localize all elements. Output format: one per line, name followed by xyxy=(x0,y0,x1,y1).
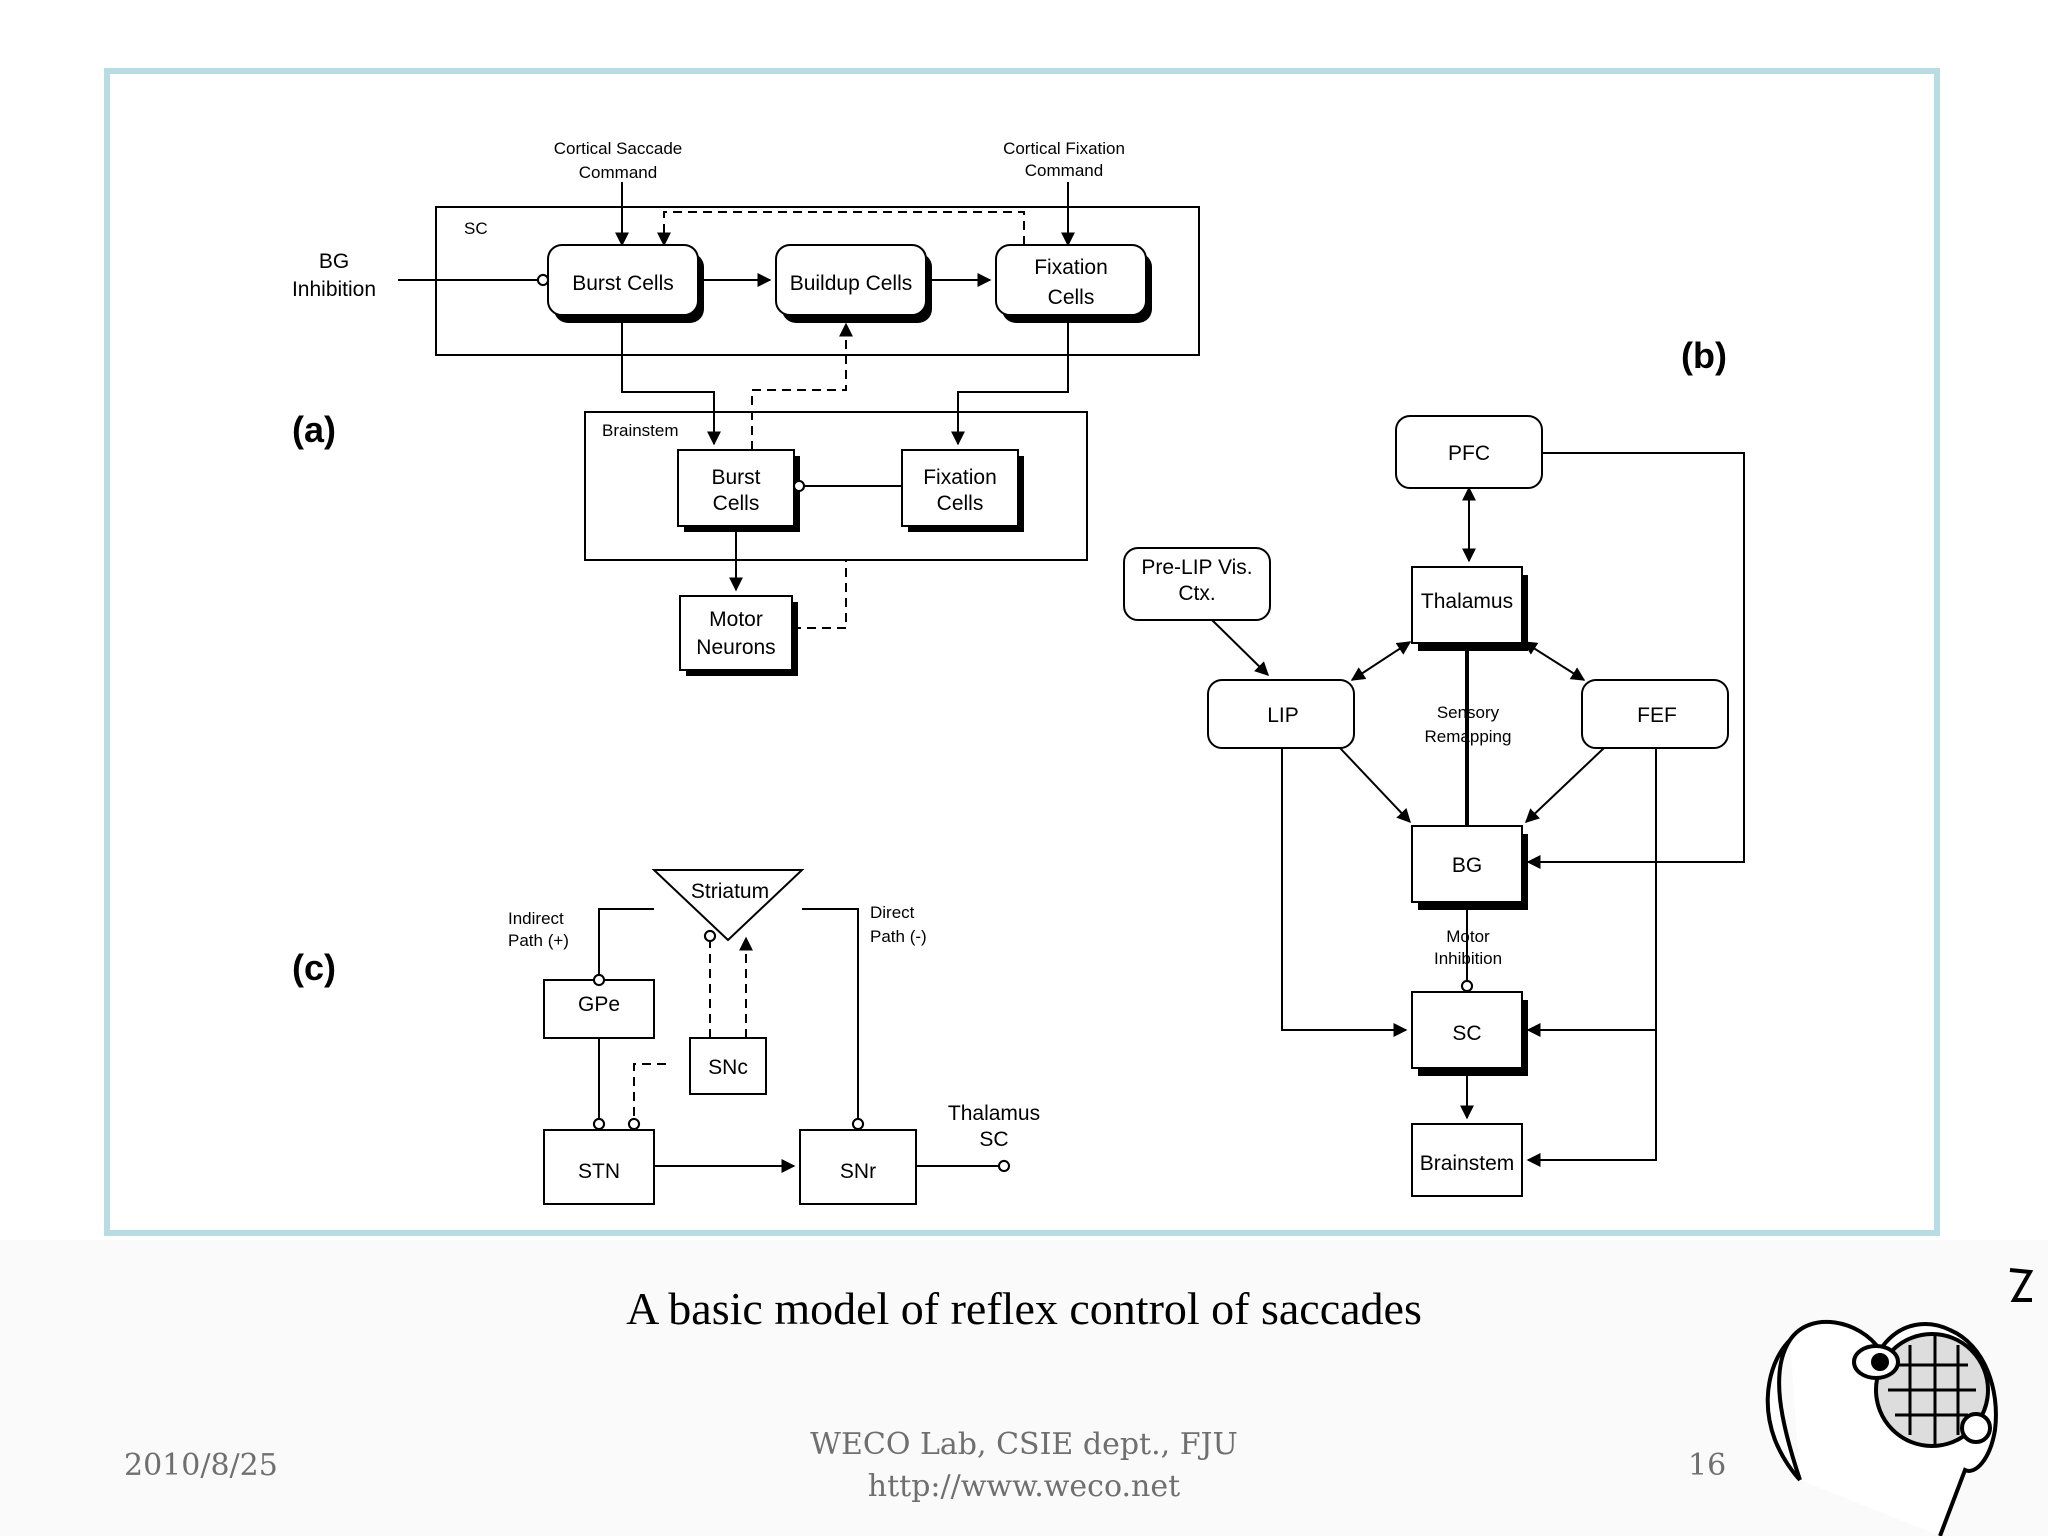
buildup-cells-label: Buildup Cells xyxy=(790,272,913,295)
lip-thalamus-arrow xyxy=(1350,641,1412,681)
saccade-command-label-2: Command xyxy=(579,163,657,182)
brainstem-region-box xyxy=(584,411,1088,561)
sc-label-b: SC xyxy=(1452,1022,1481,1045)
brainstem-burst-label-2: Cells xyxy=(713,492,760,515)
page-number: 16 xyxy=(1688,1448,1727,1483)
snc-box xyxy=(689,1037,767,1095)
stn-label: STN xyxy=(578,1160,620,1183)
sensory-remapping-label-2: Remapping xyxy=(1425,727,1512,746)
snr-box xyxy=(799,1129,917,1205)
bg-box-b xyxy=(1411,825,1523,903)
footer-lab-url: http://www.weco.net xyxy=(867,1469,1181,1504)
striatum-triangle xyxy=(651,869,805,942)
brainstem-fixation-label-1: Fixation xyxy=(923,466,997,489)
snr-label: SNr xyxy=(840,1160,876,1183)
brainstem-burst-label-1: Burst xyxy=(711,466,760,489)
fef-thalamus-arrow xyxy=(1522,641,1586,681)
indirect-path-label-2: Path (+) xyxy=(508,931,569,950)
pfc-to-bg-arrow xyxy=(1526,452,1745,869)
bg-inhibition-label-2: Inhibition xyxy=(292,278,376,301)
striatum-label: Striatum xyxy=(691,880,769,903)
motor-inhibition-label-2: Inhibition xyxy=(1434,949,1502,968)
sc-fixation-to-brainstem-arrow xyxy=(951,315,1069,446)
motor-feedback-dashed xyxy=(792,560,847,629)
pre-lip-box xyxy=(1123,547,1271,621)
panel-c-label: (c) xyxy=(292,947,336,988)
panel-c xyxy=(543,869,1011,1205)
footer-lab-name: WECO Lab, CSIE dept., FJU xyxy=(810,1427,1238,1462)
slide-caption: A basic model of reflex control of sacca… xyxy=(626,1283,1422,1334)
motor-neurons-label-2: Neurons xyxy=(696,636,775,659)
footer-date: 2010/8/25 xyxy=(124,1448,278,1483)
motor-neurons-label-1: Motor xyxy=(709,608,763,631)
panel-b-label: (b) xyxy=(1681,335,1727,376)
burst-cells-label: Burst Cells xyxy=(572,272,674,295)
fixation-cells-label-2: Cells xyxy=(1048,286,1095,309)
panel-b xyxy=(1123,415,1745,1197)
brainstem-label-b: Brainstem xyxy=(1420,1152,1515,1175)
thalamus-sc-label-2: SC xyxy=(979,1128,1008,1151)
sensory-remapping-label-1: Sensory xyxy=(1437,703,1500,722)
footer-band xyxy=(0,1240,2048,1536)
brainstem-fixation-cells-box xyxy=(901,449,1019,527)
fef-to-bg-arrow xyxy=(1524,747,1605,823)
brainstem-to-buildup-dashed xyxy=(751,322,853,450)
snc-label: SNc xyxy=(708,1056,748,1079)
mascot-logo-icon xyxy=(1765,1268,2034,1536)
thalamus-sc-label-1: Thalamus xyxy=(948,1102,1040,1125)
brainstem-fixation-label-2: Cells xyxy=(937,492,984,515)
panel-a xyxy=(398,182,1200,676)
direct-path-label-2: Path (-) xyxy=(870,927,927,946)
thalamus-label: Thalamus xyxy=(1421,590,1513,613)
sc-burst-to-brainstem-arrow xyxy=(621,315,721,446)
indirect-path-label-1: Indirect xyxy=(508,909,564,928)
pfc-label: PFC xyxy=(1448,442,1490,465)
fef-to-brainstem-arrow xyxy=(1526,1030,1657,1167)
fef-label: FEF xyxy=(1637,704,1677,727)
fef-to-sc-arrow xyxy=(1526,748,1657,1037)
panel-a-label: (a) xyxy=(292,409,336,450)
footer-lab-info: WECO Lab, CSIE dept., FJU http://www.wec… xyxy=(0,1424,2048,1508)
pre-lip-label-2: Ctx. xyxy=(1178,582,1215,605)
fixation-command-label-2: Command xyxy=(1025,161,1103,180)
sc-region-label: SC xyxy=(464,219,488,238)
saccade-command-label-1: Cortical Saccade xyxy=(554,139,683,158)
motor-neurons-box xyxy=(679,595,793,671)
bg-label-b: BG xyxy=(1452,854,1482,877)
lip-to-bg-arrow xyxy=(1339,747,1411,824)
lip-label: LIP xyxy=(1267,704,1299,727)
fixation-command-label-1: Cortical Fixation xyxy=(1003,139,1125,158)
lip-to-sc-arrow xyxy=(1281,748,1408,1037)
direct-path-label-1: Direct xyxy=(870,903,915,922)
dashed-to-stn xyxy=(627,1063,666,1131)
fixation-cells-label-1: Fixation xyxy=(1034,256,1108,279)
indirect-path-line xyxy=(592,908,654,987)
sc-box-b xyxy=(1411,991,1523,1069)
bg-inhibition-label-1: BG xyxy=(319,250,349,273)
brainstem-box-b xyxy=(1411,1123,1523,1197)
motor-inhibition-label-1: Motor xyxy=(1446,927,1490,946)
fixation-feedback-dashed xyxy=(657,211,1025,247)
gpe-label: GPe xyxy=(578,993,620,1016)
pre-lip-label-1: Pre-LIP Vis. xyxy=(1141,556,1252,579)
prelip-to-lip-arrow xyxy=(1211,619,1269,676)
brainstem-region-label: Brainstem xyxy=(602,421,679,440)
direct-path-line xyxy=(802,908,865,1131)
